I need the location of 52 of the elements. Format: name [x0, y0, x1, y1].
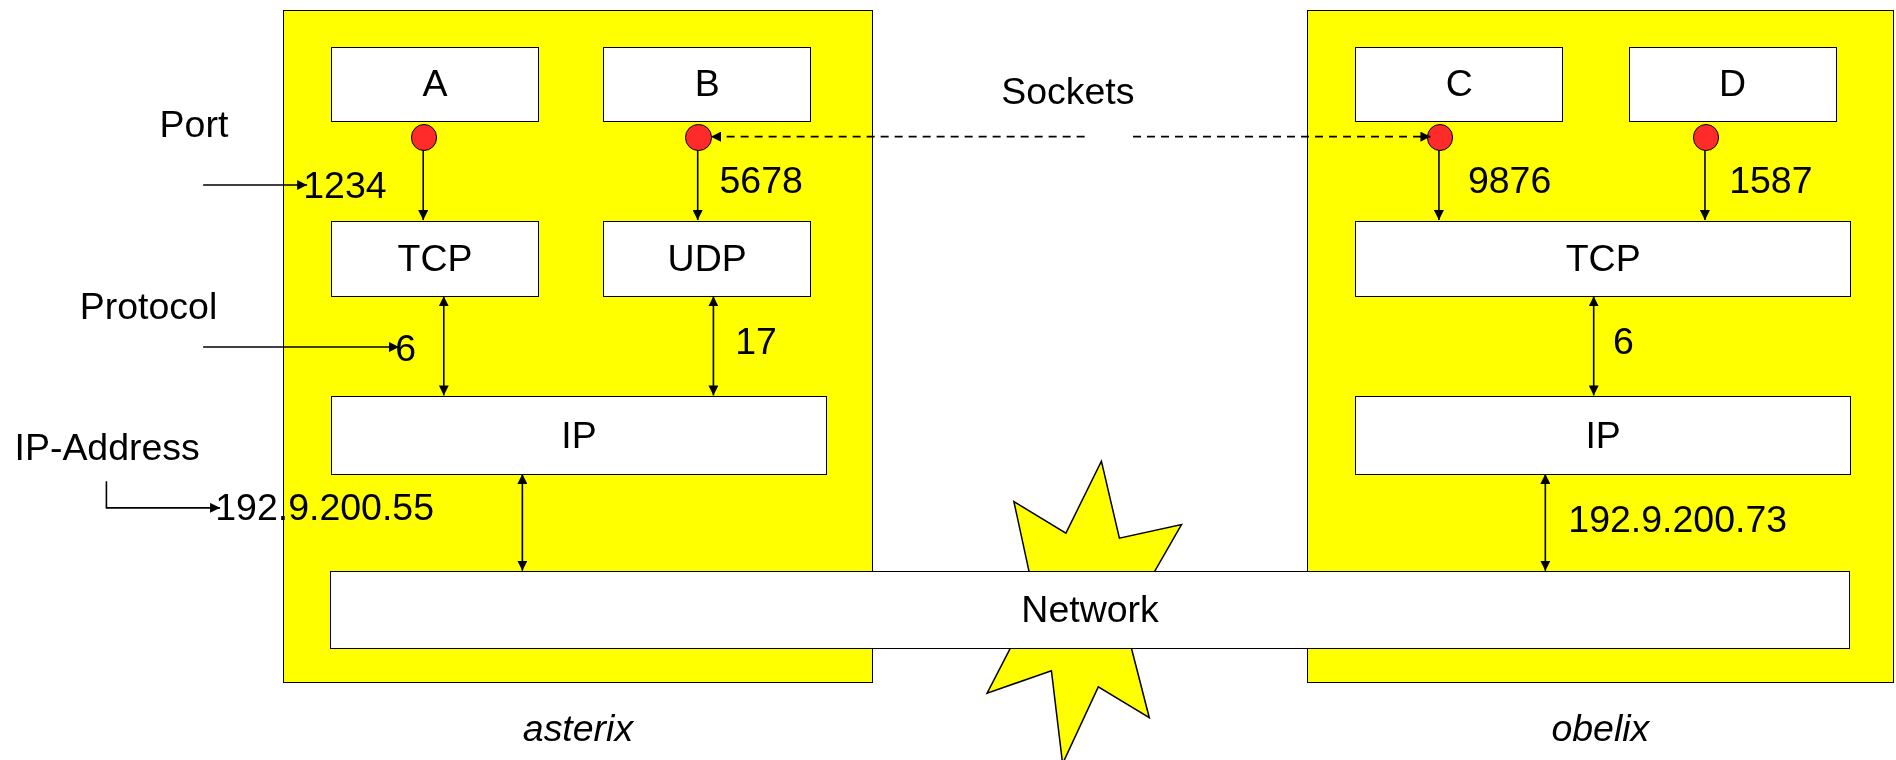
edge-label: 1587	[1729, 162, 1813, 201]
socket-dot	[410, 124, 438, 151]
edge-label: 6	[1613, 323, 1634, 361]
layer-box	[330, 570, 1851, 650]
host-name: obelix	[1551, 709, 1650, 748]
number-label: 1234	[303, 167, 387, 205]
layer-label: IP	[1585, 416, 1621, 455]
layer-box	[1355, 221, 1852, 298]
edge-label: 17	[735, 323, 777, 361]
layer-label: D	[1719, 65, 1747, 104]
caption-label: IP-Address	[14, 429, 200, 467]
socket-dot	[1692, 124, 1720, 151]
layer-box	[331, 46, 540, 122]
number-label: 6	[395, 330, 416, 368]
socket-dot	[1426, 124, 1454, 151]
arrow	[692, 149, 703, 221]
arrow	[517, 473, 528, 572]
arrow	[1699, 149, 1710, 221]
layer-label: TCP	[397, 240, 473, 278]
arrow	[202, 342, 400, 353]
layer-label: B	[694, 65, 720, 104]
edge-label: 9876	[1467, 162, 1552, 201]
caption-label: Port	[159, 106, 229, 144]
layer-box	[603, 221, 812, 298]
layer-box	[331, 396, 827, 475]
layer-label: A	[422, 65, 448, 104]
arrow	[708, 295, 719, 397]
layer-label: UDP	[667, 240, 747, 278]
arrow	[1540, 473, 1551, 572]
arrow	[1433, 149, 1444, 221]
arrow	[105, 480, 221, 513]
layer-box	[331, 221, 540, 298]
caption-label: Sockets	[1001, 72, 1135, 111]
layer-box	[1355, 46, 1564, 122]
edge-label: 5678	[719, 162, 803, 201]
socket-dot	[685, 124, 712, 151]
layer-label: C	[1445, 65, 1473, 104]
dashed-arrow	[1132, 131, 1432, 142]
edge-label: 192.9.200.73	[1568, 501, 1788, 539]
arrow	[1588, 295, 1599, 397]
arrow	[418, 149, 429, 221]
arrow	[202, 180, 308, 190]
host-name: asterix	[522, 709, 634, 748]
dashed-arrow	[710, 131, 1086, 142]
layer-label: TCP	[1565, 240, 1641, 278]
layer-box	[1355, 396, 1852, 475]
layer-label: Network	[1021, 591, 1159, 629]
layer-box	[603, 46, 812, 122]
layer-label: IP	[561, 416, 597, 455]
layer-box	[1628, 46, 1837, 122]
caption-label: Protocol	[79, 287, 218, 326]
arrow	[438, 295, 449, 397]
